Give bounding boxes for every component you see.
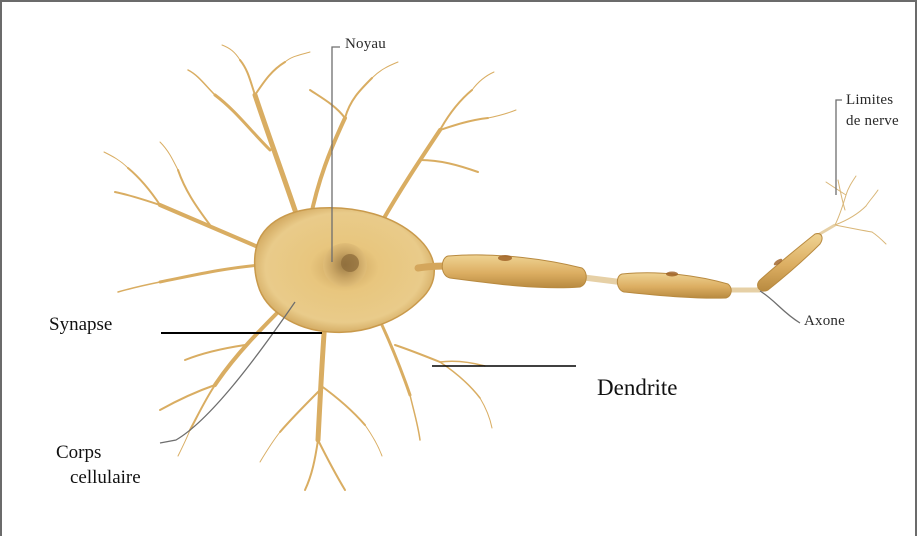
corps-leader bbox=[160, 302, 295, 443]
label-dendrite: Dendrite bbox=[597, 375, 677, 401]
label-corps-line2: cellulaire bbox=[56, 465, 141, 490]
nucleolus bbox=[341, 254, 359, 272]
limites-leader bbox=[836, 100, 842, 195]
label-limites-line2: de nerve bbox=[846, 111, 899, 132]
label-limites-line1: Limites bbox=[846, 90, 899, 111]
label-axone: Axone bbox=[804, 313, 845, 330]
axon-terminals bbox=[826, 176, 886, 244]
label-synapse: Synapse bbox=[49, 314, 112, 336]
myelin-sheath bbox=[442, 234, 822, 299]
label-corps-cellulaire: Corps cellulaire bbox=[56, 440, 141, 490]
axone-leader bbox=[760, 291, 800, 323]
label-noyau: Noyau bbox=[345, 36, 386, 53]
label-limites-de-nerve: Limites de nerve bbox=[846, 90, 899, 132]
label-corps-line1: Corps bbox=[56, 440, 141, 465]
